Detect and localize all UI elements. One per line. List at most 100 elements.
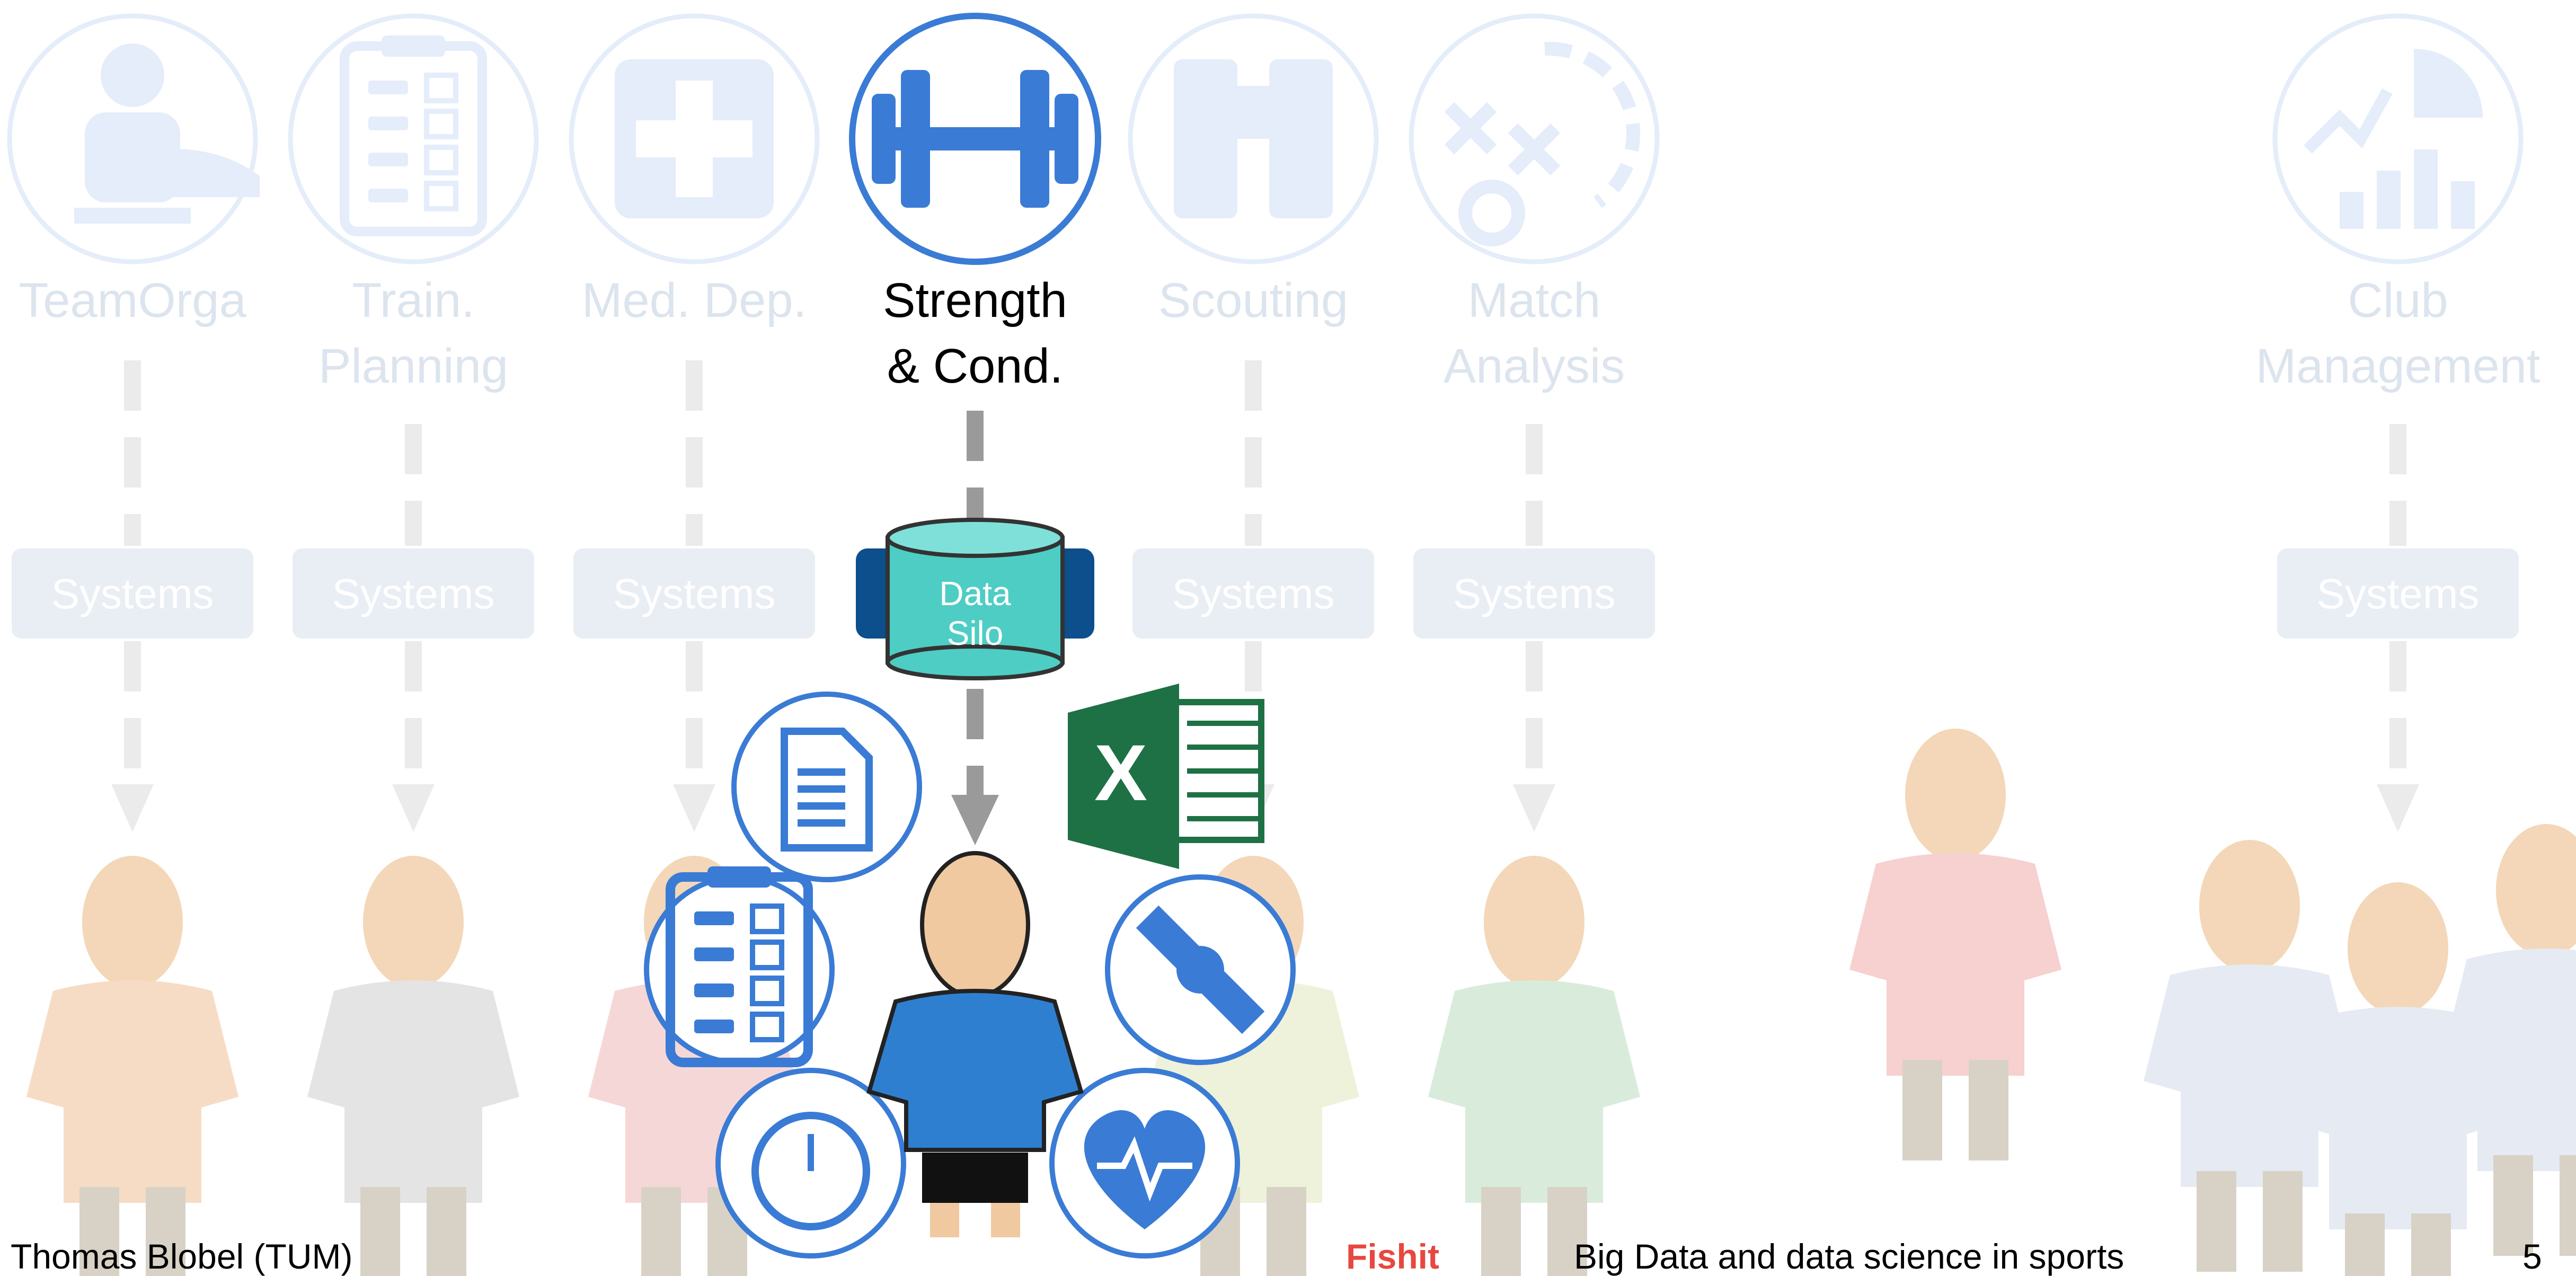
clipboard-checklist-icon	[424, 109, 458, 139]
connector-arrowhead	[392, 784, 435, 832]
management-group-figure	[2345, 1213, 2385, 1276]
systems-label: Systems	[1453, 570, 1616, 617]
chart-analytics-icon	[2304, 88, 2393, 154]
coach-head	[920, 851, 1030, 998]
coach-leg	[991, 1203, 1020, 1237]
tactics-board-icon	[1508, 123, 1561, 176]
systems-box	[12, 548, 253, 639]
systems-label: Systems	[51, 570, 214, 617]
management-group-figure	[2144, 964, 2356, 1187]
checklist-icon	[750, 903, 784, 934]
clipboard-checklist-icon	[382, 36, 445, 57]
footer-bar: Thomas Blobel (TUM) Fishit Big Data and …	[0, 1238, 2576, 1275]
excel-icon: X	[1068, 684, 1264, 869]
medic-figure	[641, 1187, 681, 1276]
checklist-icon	[707, 866, 771, 888]
checklist-icon	[694, 983, 734, 997]
player-boot-dumbbell-icon	[101, 43, 164, 107]
department-label: Scouting	[1158, 273, 1348, 327]
data-silo-label: Data	[939, 574, 1011, 613]
grey-shirt-coach-figure	[307, 980, 519, 1203]
tool-icons: X	[644, 684, 1296, 1259]
department-icon-ring	[288, 13, 539, 264]
connector-arrowhead	[951, 795, 999, 845]
checklist-icon	[750, 940, 784, 970]
management-group-figure	[2560, 1155, 2576, 1256]
barbell-icon	[1020, 70, 1049, 208]
orange-shirt-coach-figure	[26, 980, 238, 1203]
red-shirt-player-figure	[1905, 729, 2006, 861]
clipboard-checklist-icon	[368, 117, 408, 130]
systems-box	[1413, 548, 1655, 639]
connector-arrowhead	[2377, 784, 2419, 832]
excel-badge	[1068, 684, 1179, 869]
excel-letter: X	[1094, 728, 1147, 817]
footer-page-number: 5	[2522, 1237, 2542, 1276]
data-silo-label: Silo	[947, 614, 1004, 652]
management-group-figure	[2348, 882, 2448, 1015]
systems-box	[293, 548, 534, 639]
clipboard-checklist-icon	[368, 153, 408, 166]
department-label: TeamOrga	[19, 273, 246, 327]
document-edit-icon	[798, 819, 845, 827]
barbell-icon	[901, 70, 930, 208]
medical-cross-icon	[636, 120, 753, 157]
management-group-figure	[2440, 949, 2576, 1171]
red-shirt-player-figure	[1969, 1060, 2008, 1160]
binoculars-icon	[1232, 86, 1274, 139]
systems-label: Systems	[613, 570, 776, 617]
orange-shirt-coach-figure	[146, 1187, 185, 1276]
red-shirt-player-figure	[1902, 1060, 1942, 1160]
checklist-icon	[694, 1020, 734, 1033]
chart-analytics-icon	[2414, 149, 2438, 229]
department-strength: Strength& Cond.	[849, 13, 1101, 393]
footer-brand: Fishit	[1346, 1237, 1439, 1276]
department-label: Match	[1468, 273, 1601, 327]
management-group-figure	[2263, 1171, 2303, 1272]
clipboard-checklist-icon	[424, 181, 458, 211]
tactics-board-icon	[1458, 180, 1525, 246]
department-label: & Cond.	[887, 339, 1063, 393]
clipboard-checklist-icon	[424, 145, 458, 175]
checklist-icon	[694, 911, 734, 925]
checklist-icon	[694, 947, 734, 961]
coach-shirt	[866, 989, 1084, 1152]
orange-shirt-coach-figure	[82, 856, 183, 988]
clipboard-checklist-icon	[368, 81, 408, 94]
clipboard-checklist-icon	[368, 189, 408, 202]
connector-arrowhead	[673, 784, 715, 832]
footer-author: Thomas Blobel (TUM)	[11, 1237, 353, 1276]
connector-arrowhead	[1513, 784, 1555, 832]
chart-analytics-icon	[2340, 192, 2363, 229]
document-edit-icon	[781, 728, 873, 852]
management-group-figure	[2493, 1155, 2533, 1256]
barbell-icon	[872, 94, 896, 184]
orange-shirt-coach-figure	[79, 1187, 119, 1276]
footer-topic: Big Data and data science in sports	[1574, 1237, 2124, 1276]
management-group-figure	[2199, 840, 2300, 972]
grey-shirt-coach-figure	[427, 1187, 466, 1276]
tactics-board-icon	[1444, 102, 1497, 155]
binoculars-icon	[1269, 59, 1333, 218]
systems-box	[573, 548, 815, 639]
coach-leg	[930, 1203, 959, 1237]
heart-rate-icon	[1097, 1136, 1192, 1202]
checklist-icon	[750, 1012, 784, 1042]
stopwatch-icon	[751, 1112, 870, 1230]
department-label: Club	[2348, 273, 2448, 327]
grey-shirt-coach-figure	[360, 1187, 400, 1276]
management-group-figure	[2411, 1213, 2451, 1276]
barbell-icon	[1055, 94, 1078, 184]
document-edit-icon	[798, 768, 845, 776]
systems-label: Systems	[1172, 570, 1335, 617]
coach-shorts	[922, 1153, 1028, 1203]
tactics-board-icon	[1544, 41, 1640, 208]
management-group-figure	[2197, 1171, 2236, 1272]
department-player	[1849, 729, 2061, 1160]
player-boot-dumbbell-icon	[154, 148, 260, 197]
department-label: Train.	[352, 273, 475, 327]
